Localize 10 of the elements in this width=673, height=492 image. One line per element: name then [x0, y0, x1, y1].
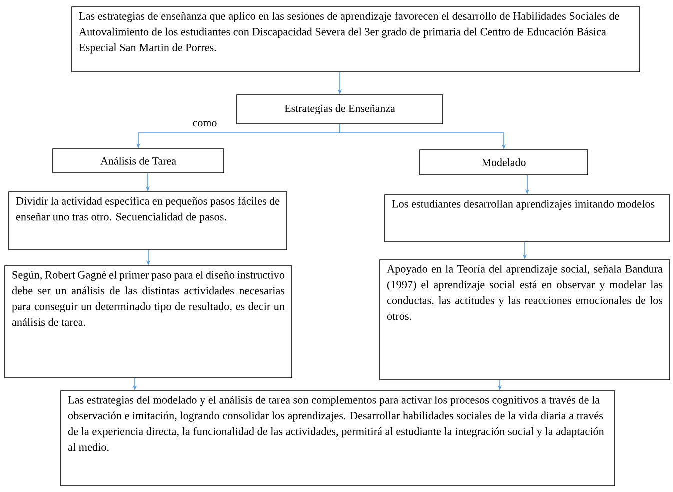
- connector-label: como: [193, 121, 217, 127]
- heading-box: Estrategias de Enseñanza: [236, 94, 444, 124]
- heading-box: Análisis de Tarea: [52, 148, 224, 174]
- text-box: Según, Robert Gagnè el primer paso para el diseño instructivo debe ser un análisis de las distintas actividades necesarias para conseguir un determinado tipo de resultado, es decir un análisis de tarea.: [4, 266, 292, 378]
- conclusion-box: Las estrategias del modelado y el análisis de tarea son complementos para activar los procesos cognitivos a través de la observación e imitación, logrando consolidar los aprendizajes. Desarrollar habilidades sociales de la vida diaria a través de la experiencia directa, la funcionalidad de las actividades, permitirá al estudiante la integración social y la adaptación al medio.: [60, 390, 616, 486]
- text-box: Apoyado en la Teoría del aprendizaje social, señala Bandura (1997) el aprendizaje social está en observar y modelar las conductas, las actitudes y las reacciones emocionales de los otros.: [380, 260, 670, 380]
- text-box: Dividir la actividad específica en pequeños pasos fáciles de enseñar uno tras otro. Secuencialidad de pasos.: [8, 192, 288, 250]
- statement-box: Las estrategias de enseñanza que aplico en las sesiones de aprendizaje favorecen el desarrollo de Habilidades Sociales de Autovalimiento de los estudiantes con Discapacidad Severa del 3er grado de primaria del Centro de Educación Básica Especial San Martin de Porres.: [72, 6, 640, 72]
- text-box: Los estudiantes desarrollan aprendizajes imitando modelos: [384, 194, 670, 242]
- heading-box: Modelado: [420, 150, 588, 176]
